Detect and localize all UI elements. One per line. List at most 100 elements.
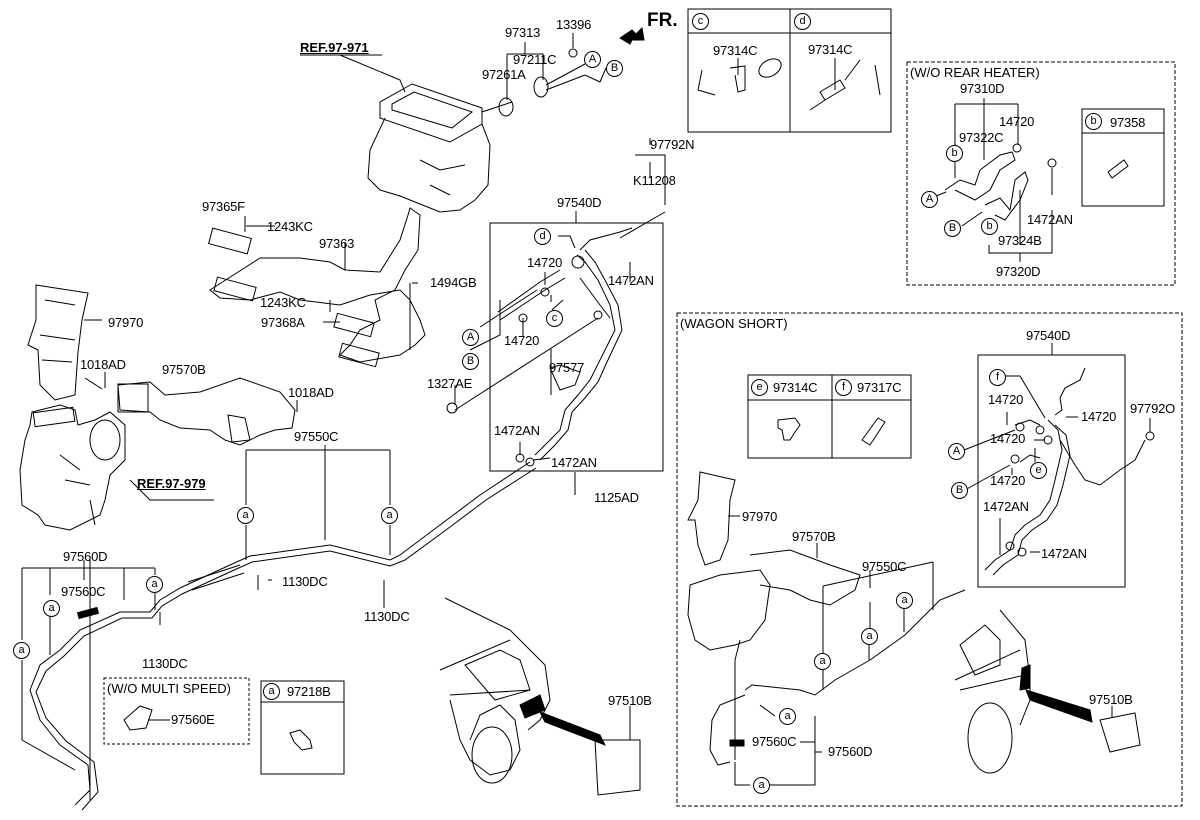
- front-direction-arrow-icon: [619, 26, 645, 45]
- part-label-97317c[interactable]: 97317C: [857, 380, 902, 395]
- part-label-97540d[interactable]: 97540D: [557, 195, 602, 210]
- callout-a-marker-3[interactable]: a: [146, 576, 163, 593]
- part-label-97510b[interactable]: 97510B: [608, 693, 652, 708]
- part-label-97970[interactable]: 97970: [108, 315, 144, 330]
- part-label-97320d[interactable]: 97320D: [996, 264, 1041, 279]
- callout-b-marker-rh-2[interactable]: b: [981, 218, 998, 235]
- connector-c-drawing: [697, 58, 746, 96]
- part-label-97261a[interactable]: 97261A: [482, 67, 526, 82]
- callout-a-marker-wagon-3[interactable]: a: [814, 653, 831, 670]
- callout-e-marker-wagon[interactable]: e: [1030, 462, 1047, 479]
- part-label-97792o[interactable]: 97792O: [1130, 401, 1176, 416]
- part-label-14720-rh[interactable]: 14720: [999, 114, 1035, 129]
- callout-d-marker[interactable]: d: [794, 13, 811, 30]
- part-label-97560d[interactable]: 97560D: [63, 549, 108, 564]
- part-label-14720-upper[interactable]: 14720: [527, 255, 563, 270]
- part-label-97314c-e[interactable]: 97314C: [773, 380, 818, 395]
- callout-c-marker[interactable]: c: [692, 13, 709, 30]
- part-label-97324b[interactable]: 97324B: [998, 233, 1042, 248]
- part-label-1243kc-upper[interactable]: 1243KC: [267, 219, 313, 234]
- part-label-k11208[interactable]: K11208: [633, 173, 676, 188]
- part-label-1472an-wagon-2[interactable]: 1472AN: [1041, 546, 1087, 561]
- part-label-1494gb[interactable]: 1494GB: [430, 275, 477, 290]
- part-label-97560e[interactable]: 97560E: [171, 712, 215, 727]
- part-label-97218b[interactable]: 97218B: [287, 684, 331, 699]
- reference-link-97-971[interactable]: REF.97-971: [300, 40, 369, 55]
- callout-f-marker[interactable]: f: [835, 379, 852, 396]
- callout-a-marker-5[interactable]: a: [13, 642, 30, 659]
- part-label-1472an-wagon-1[interactable]: 1472AN: [983, 499, 1029, 514]
- part-label-97560c-wagon[interactable]: 97560C: [752, 734, 797, 749]
- callout-a-marker-wagon-1[interactable]: a: [896, 592, 913, 609]
- part-label-97310d[interactable]: 97310D: [960, 81, 1005, 96]
- part-label-97550c-wagon[interactable]: 97550C: [862, 559, 907, 574]
- part-label-97550c[interactable]: 97550C: [294, 429, 339, 444]
- part-label-97363[interactable]: 97363: [319, 236, 355, 251]
- callout-A-marker-wagon[interactable]: A: [948, 443, 965, 460]
- part-label-97970-wagon[interactable]: 97970: [742, 509, 778, 524]
- part-label-1125ad[interactable]: 1125AD: [594, 490, 639, 505]
- part-label-1018ad-left[interactable]: 1018AD: [80, 357, 126, 372]
- callout-b-marker-rh-1[interactable]: b: [946, 145, 963, 162]
- part-label-97510b-wagon[interactable]: 97510B: [1089, 692, 1133, 707]
- callout-f-marker-wagon[interactable]: f: [989, 369, 1006, 386]
- callout-d-marker-main[interactable]: d: [534, 228, 551, 245]
- reference-link-97-979[interactable]: REF.97-979: [137, 476, 206, 491]
- part-label-1472an-rh[interactable]: 1472AN: [1027, 212, 1073, 227]
- callout-a-marker-wagon-4[interactable]: a: [779, 708, 796, 725]
- callout-a-marker-wagon-2[interactable]: a: [861, 628, 878, 645]
- wagon-short-box: [676, 312, 1183, 807]
- callout-B-marker-rh[interactable]: B: [944, 220, 961, 237]
- connector-f-drawing: [861, 417, 886, 446]
- callout-A-marker-main[interactable]: A: [462, 329, 479, 346]
- part-label-97322c[interactable]: 97322C: [959, 130, 1004, 145]
- part-label-97560c[interactable]: 97560C: [61, 584, 106, 599]
- part-label-1130dc-1[interactable]: 1130DC: [282, 574, 328, 589]
- part-label-97211c[interactable]: 97211C: [513, 52, 557, 67]
- part-label-1130dc-2[interactable]: 1130DC: [364, 609, 410, 624]
- part-label-14720-wagon-1[interactable]: 14720: [988, 392, 1024, 407]
- part-label-14720-wagon-2[interactable]: 14720: [1081, 409, 1117, 424]
- callout-e-marker[interactable]: e: [751, 379, 768, 396]
- callout-a-marker-4[interactable]: a: [43, 600, 60, 617]
- callout-a-marker-1[interactable]: a: [237, 507, 254, 524]
- callout-b-marker[interactable]: b: [1085, 113, 1102, 130]
- part-label-97314c-c[interactable]: 97314C: [713, 43, 758, 58]
- callout-B-marker-top[interactable]: B: [606, 60, 623, 77]
- part-label-97314c-d[interactable]: 97314C: [808, 42, 853, 57]
- part-label-97560d-wagon[interactable]: 97560D: [828, 744, 873, 759]
- callout-B-marker-main[interactable]: B: [462, 353, 479, 370]
- part-label-1472an-bottom[interactable]: 1472AN: [551, 455, 597, 470]
- wagon-vehicle-rear-drawing: [954, 609, 1141, 774]
- part-label-97313[interactable]: 97313: [505, 25, 541, 40]
- part-label-1243kc-lower[interactable]: 1243KC: [260, 295, 306, 310]
- part-label-1327ae[interactable]: 1327AE: [427, 376, 473, 391]
- part-label-1472an-left[interactable]: 1472AN: [494, 423, 540, 438]
- callout-B-marker-wagon[interactable]: B: [951, 482, 968, 499]
- callout-a-marker-wagon-5[interactable]: a: [753, 777, 770, 794]
- part-label-97358[interactable]: 97358: [1110, 115, 1146, 130]
- part-label-1018ad-right[interactable]: 1018AD: [288, 385, 334, 400]
- part-label-1472an-upper[interactable]: 1472AN: [608, 273, 654, 288]
- part-label-97570b-wagon[interactable]: 97570B: [792, 529, 836, 544]
- detail-box-b: [1081, 108, 1165, 207]
- part-label-14720-lower[interactable]: 14720: [504, 333, 540, 348]
- wagon-duct-97970-drawing: [687, 471, 736, 566]
- nut-13396-drawing: [568, 48, 578, 58]
- part-label-97577[interactable]: 97577: [549, 360, 585, 375]
- part-label-13396[interactable]: 13396: [556, 17, 592, 32]
- callout-A-marker-top[interactable]: A: [584, 51, 601, 68]
- section-title-wo-multi-speed: (W/O MULTI SPEED): [107, 681, 231, 696]
- callout-a-marker[interactable]: a: [263, 683, 280, 700]
- part-label-97570b[interactable]: 97570B: [162, 362, 206, 377]
- part-label-97792n[interactable]: 97792N: [650, 137, 695, 152]
- part-label-14720-wagon-4[interactable]: 14720: [990, 473, 1026, 488]
- callout-a-marker-2[interactable]: a: [381, 507, 398, 524]
- part-label-14720-wagon-3[interactable]: 14720: [990, 431, 1026, 446]
- part-label-1130dc-3[interactable]: 1130DC: [142, 656, 188, 671]
- part-label-97540d-wagon[interactable]: 97540D: [1026, 328, 1071, 343]
- callout-c-marker-main[interactable]: c: [546, 310, 563, 327]
- part-label-97365f[interactable]: 97365F: [202, 199, 245, 214]
- callout-A-marker-rh[interactable]: A: [921, 191, 938, 208]
- part-label-97368a[interactable]: 97368A: [261, 315, 305, 330]
